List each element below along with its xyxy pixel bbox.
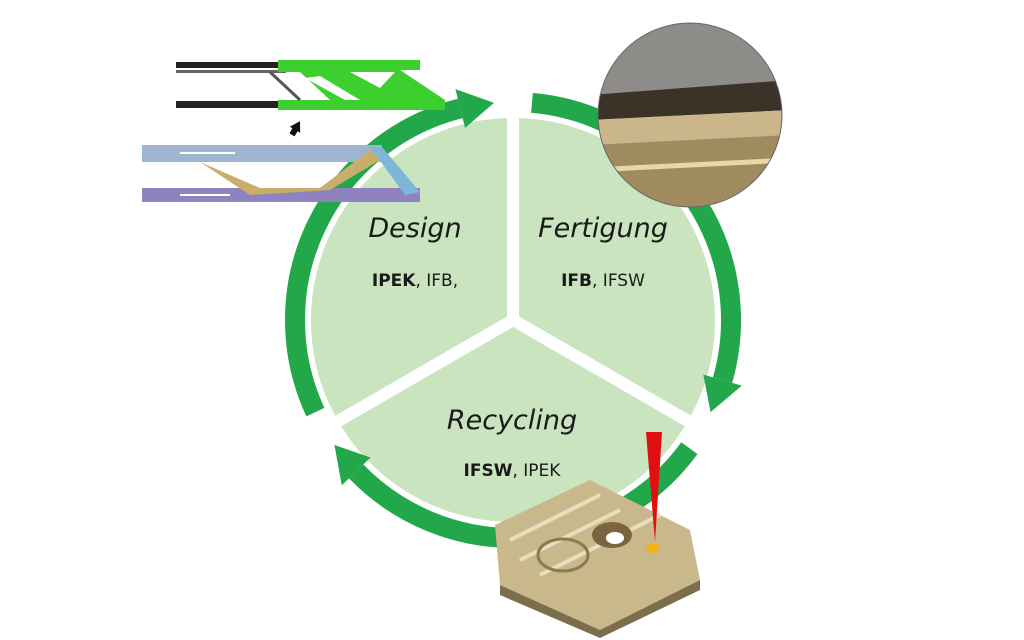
sector-institutes-design: IPEK, IFB, — [372, 271, 458, 291]
other-institutes: , IFSW — [592, 271, 645, 291]
lead-institute: IFSW — [463, 461, 513, 481]
laser-beam-icon — [646, 432, 662, 542]
lead-institute: IPEK — [371, 271, 416, 291]
sector-title-design: Design — [368, 213, 462, 244]
topology-optimization-image — [142, 60, 445, 202]
other-institutes: , IPEK — [512, 461, 561, 481]
sector-institutes-fertigung: IFB, IFSW — [561, 271, 645, 291]
sector-institutes-recycling: IFSW, IPEK — [464, 461, 561, 481]
cycle-arc-design — [285, 98, 463, 417]
arrowhead-icon — [703, 374, 742, 413]
arrowhead-icon — [455, 89, 495, 128]
arrowhead-icon — [334, 445, 371, 486]
lead-institute: IFB — [561, 271, 592, 291]
laser-machined-plate-image — [495, 480, 700, 638]
other-institutes: , IFB, — [415, 271, 459, 291]
sector-title-fertigung: Fertigung — [538, 213, 668, 244]
sector-title-recycling: Recycling — [446, 405, 578, 436]
